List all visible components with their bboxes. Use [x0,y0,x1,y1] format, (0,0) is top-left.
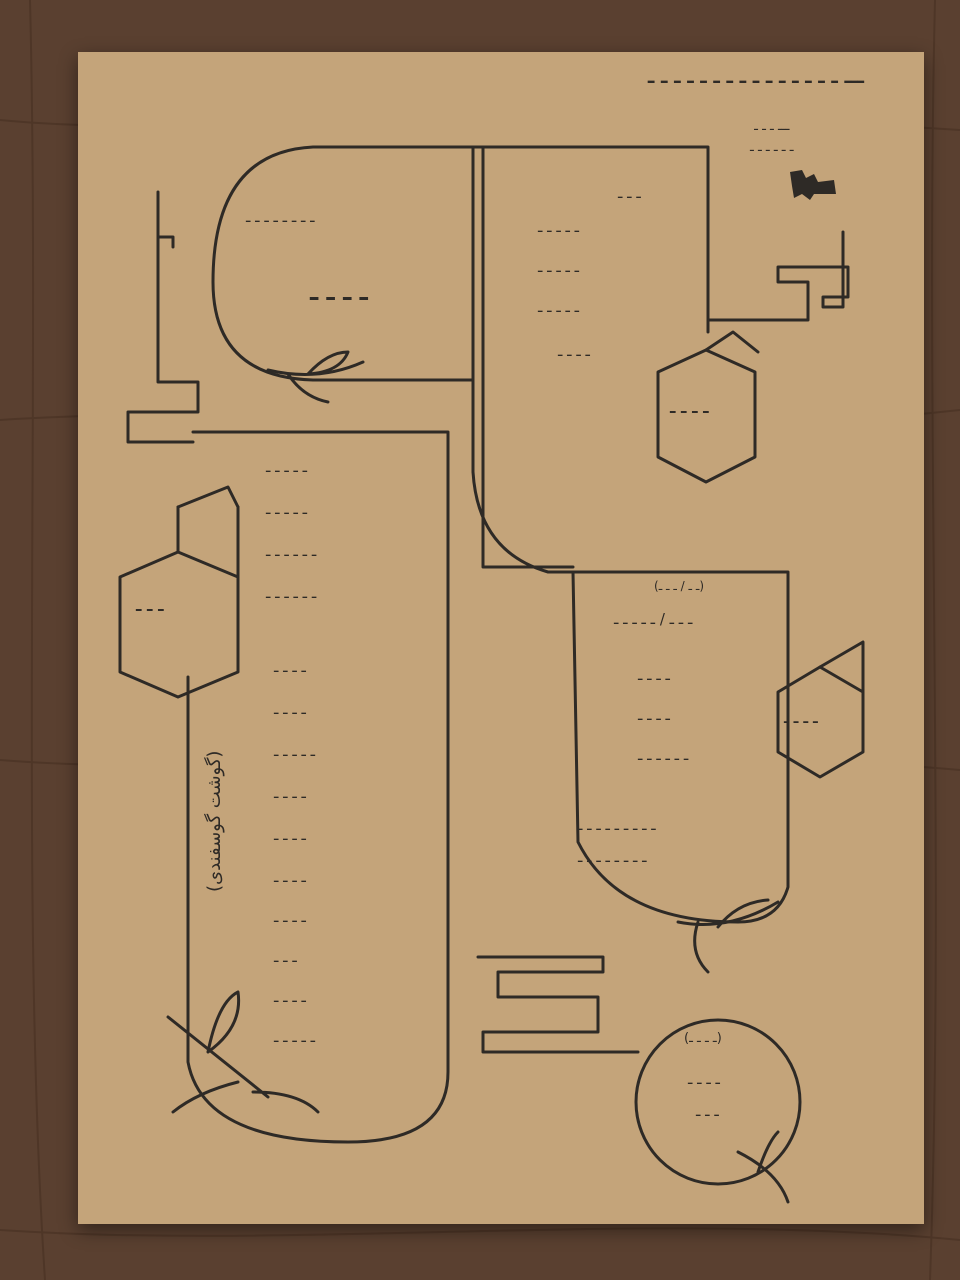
left-group2-item-10: ـ ـ ـ ـ ـ [274,1028,316,1046]
header-line: ـــ ـ ـ ـ ـ ـ ـ ـ ـ ـ ـ ـ ـ ـ ـ ـ [647,66,864,88]
top-right-hex [656,348,757,484]
left-hex [118,485,240,699]
left-group2-item-3: ـ ـ ـ ـ ـ [274,742,316,760]
leaf-sprig-right [676,898,780,974]
menu-sheet: ـــ ـ ـ ـ ـ ـ ـ ـ ـ ـ ـ ـ ـ ـ ـ ـ ـــ ـ … [78,52,924,1224]
top-right-item-3: ـ ـ ـ ـ ـ [538,258,580,276]
upper-left-subtitle: ـ ـ ـ ـ ـ ـ ـ ـ [246,208,315,226]
upper-left-title: ـ ـ ـ ـ [310,278,368,306]
top-right-item-1: ـ ـ ـ [618,184,641,202]
leaf-sprig-upper [266,350,365,404]
side-note-line1: ـــ ـ ـ ـ [754,119,790,134]
side-note-line2: ـ ـ ـ ـ ـ ـ [750,140,794,155]
top-right-item-4: ـ ـ ـ ـ ـ [538,298,580,316]
right-middle-subtitle: (ـ ـ / ـ ـ ـ) [654,579,705,593]
circle-item-1: ـ ـ ـ ـ [688,1070,720,1088]
right-middle-frame [571,570,790,924]
left-group2-item-1: ـ ـ ـ ـ [274,658,306,676]
left-hex-label: ـ ـ ـ [136,596,164,615]
right-middle-item-2: ـ ـ ـ ـ [638,666,670,684]
left-group1-item-4: ـ ـ ـ ـ ـ ـ [266,584,317,602]
leaf-sprig-circle [736,1130,790,1204]
left-group2-item-9: ـ ـ ـ ـ [274,988,306,1006]
right-middle-item-4: ـ ـ ـ ـ ـ ـ [638,746,689,764]
left-group1-item-2: ـ ـ ـ ـ ـ [266,500,308,518]
left-group1-item-1: ـ ـ ـ ـ ـ [266,458,308,476]
left-group2-item-4: ـ ـ ـ ـ [274,784,306,802]
top-right-hex-label: ـ ـ ـ ـ [670,398,709,417]
top-right-item-2: ـ ـ ـ ـ ـ [538,218,580,236]
top-right-item-5: ـ ـ ـ ـ [558,342,590,360]
left-frame [186,430,450,1144]
left-group2-item-5: ـ ـ ـ ـ [274,826,306,844]
upper-left-frame [211,145,475,382]
left-group2-item-6: ـ ـ ـ ـ [274,868,306,886]
left-vertical-label: (گوشت گوسفندی) [204,750,225,892]
top-right-frame [471,145,710,334]
circle-frame [634,1018,802,1186]
side-note: ـــ ـ ـ ـ ـ ـ ـ ـ ـ ـ [750,120,794,154]
left-group2-item-8: ـ ـ ـ [274,948,297,966]
brand-mark-icon [790,170,836,200]
right-middle-item-3: ـ ـ ـ ـ [638,706,670,724]
right-middle-item-5: ـ ـ ـ ـ ـ ـ ـ ـ ـ [578,816,656,834]
left-group1-item-3: ـ ـ ـ ـ ـ ـ [266,542,317,560]
left-group2-item-7: ـ ـ ـ ـ [274,908,306,926]
leaf-sprig-left [166,990,320,1114]
left-group2-item-2: ـ ـ ـ ـ [274,700,306,718]
menu-line-art [118,145,865,1204]
right-middle-item-1: ـ ـ ـ / ـ ـ ـ ـ ـ [614,610,693,628]
circle-subtitle: (ـ ـ ـ ـ) [684,1031,722,1046]
circle-item-2: ـ ـ ـ [696,1102,719,1120]
right-middle-item-6: ـ ـ ـ ـ ـ ـ ـ ـ [578,848,647,866]
right-mid-hex-label: ـ ـ ـ ـ [784,711,818,727]
